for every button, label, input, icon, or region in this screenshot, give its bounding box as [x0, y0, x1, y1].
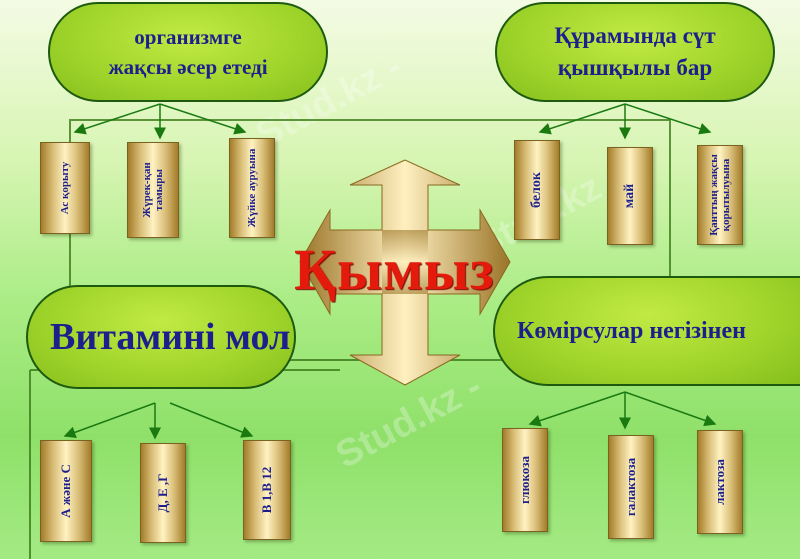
item-card: Жүйке ауруына [229, 138, 275, 238]
group-pill-top-left: организмге жақсы әсер етеді [48, 2, 328, 102]
arrows-top-left [73, 103, 247, 140]
arrows-top-right [538, 103, 712, 140]
item-label: Ас қорыту [59, 161, 71, 215]
group-title-line: организмге [134, 25, 242, 49]
center-title: Қымыз [294, 237, 495, 302]
item-label: май [622, 183, 637, 209]
item-label: белок [529, 172, 544, 208]
group-title-line: Көмірсулар негізінен [517, 317, 746, 344]
group-title-line: жақсы әсер етеді [108, 55, 268, 79]
four-way-arrow-icon [299, 159, 511, 386]
arrows-bottom-left [63, 402, 254, 440]
item-card: галактоза [608, 435, 654, 539]
group-title-line: Витамині мол [50, 316, 291, 358]
group-title-line: қышқылы бар [557, 55, 713, 80]
item-label: А және С [58, 464, 73, 518]
item-card: глюкоза [502, 428, 548, 532]
item-card: май [607, 147, 653, 245]
group-pill-bottom-left: Витамині мол [26, 285, 296, 389]
item-label: галактоза [623, 457, 638, 517]
item-card: лактоза [697, 430, 743, 534]
item-label: лактоза [712, 459, 727, 505]
item-label: Д, Е ,Г [155, 473, 170, 513]
group-pill-bottom-right: Көмірсулар негізінен [493, 276, 800, 386]
item-card: Ас қорыту [40, 142, 90, 234]
arrows-bottom-right [528, 391, 717, 430]
item-card: Д, Е ,Г [140, 443, 186, 543]
group-pill-top-right: Құрамында сүт қышқылы бар [495, 2, 775, 102]
item-label: Жүйке ауруына [246, 148, 258, 228]
group-title-line: Құрамында сүт [554, 23, 716, 48]
item-card: А және С [40, 440, 92, 542]
item-label: глюкоза [517, 455, 532, 505]
item-card: белок [514, 140, 560, 240]
item-card: В 1,В 12 [243, 440, 291, 540]
item-label: В 1,В 12 [259, 466, 274, 514]
